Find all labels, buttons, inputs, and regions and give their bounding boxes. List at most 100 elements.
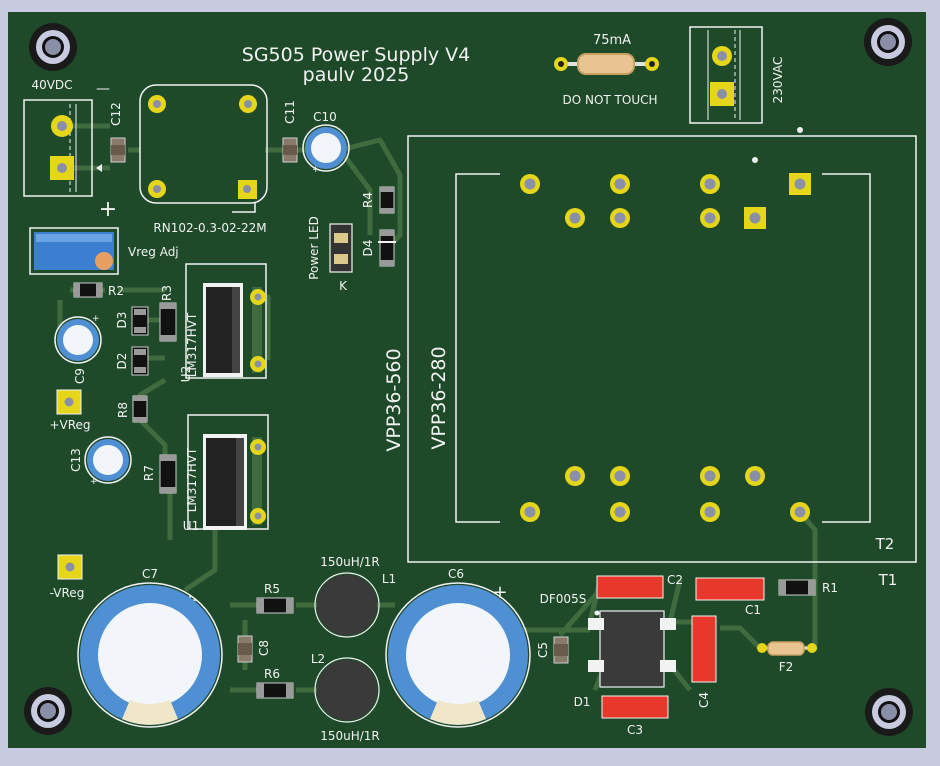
- svg-text:R4: R4: [361, 192, 375, 208]
- resistor-r2: R2: [73, 282, 124, 298]
- mounting-holes: [24, 18, 913, 736]
- svg-text:R1: R1: [822, 581, 838, 595]
- svg-text:C3: C3: [627, 723, 643, 737]
- capacitor-c10: C10 +: [302, 110, 350, 175]
- diode-d4: D4: [361, 229, 396, 267]
- svg-text:D4: D4: [361, 240, 375, 257]
- resistor-r8: R8: [116, 395, 148, 423]
- diode-d3: D3: [115, 306, 149, 336]
- led-k-label: K: [339, 279, 348, 293]
- converter-label: RN102-0.3-02-22M: [153, 221, 266, 235]
- svg-text:D3: D3: [115, 312, 129, 329]
- svg-text:C13: C13: [69, 448, 83, 472]
- mains-label: 230VAC: [771, 57, 785, 104]
- dc-dc-converter: RN102-0.3-02-22M: [139, 84, 268, 235]
- svg-text:C5: C5: [536, 642, 550, 658]
- capacitor-c4: C4: [691, 615, 717, 708]
- svg-text:C4: C4: [697, 692, 711, 708]
- bridge-rectifier-d1: DF005S D1: [540, 592, 676, 709]
- fuse-holder-f1: 75mA DO NOT TOUCH: [554, 33, 659, 107]
- svg-text:L1: L1: [382, 572, 396, 586]
- svg-text:C8: C8: [257, 640, 271, 656]
- resistor-r4: R4: [361, 186, 395, 214]
- power-led-header: Power LED K: [307, 216, 353, 293]
- mounting-hole-top-right: [864, 18, 912, 66]
- mounting-hole-bottom-left: [24, 687, 72, 735]
- t1-label: T1: [878, 571, 898, 589]
- regulator-u1: LM317HVT U1: [183, 414, 269, 533]
- dc-input-connector: 40VDC — +: [23, 78, 117, 222]
- svg-text:LM317HVT: LM317HVT: [185, 447, 199, 512]
- capacitor-c12: C12: [109, 102, 126, 163]
- svg-text:+: +: [312, 165, 320, 175]
- inductor-l2-value: 150uH/1R: [320, 729, 380, 743]
- svg-text:LM317HVT: LM317HVT: [185, 312, 199, 377]
- svg-text:R6: R6: [264, 667, 280, 681]
- power-led-label: Power LED: [307, 216, 321, 280]
- svg-text:R5: R5: [264, 582, 280, 596]
- svg-text:C2: C2: [667, 573, 683, 587]
- plus-vreg-pad: +VReg: [49, 389, 91, 432]
- bridge-label: DF005S: [540, 592, 587, 606]
- resistor-r3: R3: [159, 285, 177, 342]
- transformer-pads: [520, 173, 811, 522]
- svg-text:C6: C6: [448, 567, 464, 581]
- fuse-rating-label: 75mA: [593, 33, 631, 48]
- regulator-u2: LM317HVT U2: [179, 263, 267, 382]
- svg-text:+: +: [92, 314, 100, 324]
- svg-text:L2: L2: [311, 652, 325, 666]
- svg-text:+: +: [90, 477, 98, 487]
- mains-connector: 230VAC: [689, 26, 785, 124]
- svg-text:D1: D1: [574, 695, 591, 709]
- inductor-l1-value: 150uH/1R: [320, 555, 380, 569]
- capacitor-c7: C7 +: [77, 567, 223, 728]
- vreg-trimmer: Vreg Adj: [29, 227, 179, 275]
- inductor-l1: 150uH/1R L1: [314, 555, 396, 638]
- capacitor-c3: C3: [601, 695, 669, 737]
- resistor-r6: R6: [256, 667, 294, 699]
- svg-text:C10: C10: [313, 110, 337, 124]
- capacitor-c11: C11: [282, 100, 298, 163]
- transformer: VPP36-560 VPP36-280 T2 T1: [383, 127, 917, 589]
- capacitor-c2: C2: [596, 573, 683, 599]
- svg-text:F2: F2: [779, 660, 794, 674]
- dc-input-label: 40VDC: [31, 78, 72, 92]
- warning-label: DO NOT TOUCH: [562, 93, 657, 107]
- svg-text:R3: R3: [160, 285, 174, 301]
- minus-vreg-label: -VReg: [50, 586, 85, 600]
- capacitor-c13: C13 +: [69, 436, 132, 487]
- fuse-body: [577, 53, 635, 75]
- svg-text:C12: C12: [109, 102, 123, 126]
- mounting-hole-top-left: [29, 23, 77, 71]
- capacitor-c6: C6 +: [385, 567, 531, 728]
- transformer-inner-label: VPP36-280: [428, 346, 450, 449]
- resistor-r7: R7: [142, 454, 177, 494]
- t2-label: T2: [875, 535, 895, 553]
- svg-text:C9: C9: [73, 368, 87, 384]
- svg-text:R7: R7: [142, 465, 156, 481]
- minus-label: —: [96, 81, 110, 97]
- svg-text:C7: C7: [142, 567, 158, 581]
- svg-text:U1: U1: [183, 519, 199, 533]
- fuse-f2: F2: [757, 641, 817, 674]
- svg-text:C1: C1: [745, 603, 761, 617]
- capacitor-c5: C5: [536, 636, 569, 664]
- svg-text:R2: R2: [108, 284, 124, 298]
- transformer-outer-label: VPP36-560: [383, 348, 405, 451]
- svg-text:C11: C11: [283, 100, 297, 124]
- resistor-r5: R5: [256, 582, 294, 614]
- capacitor-c9: + C9: [54, 314, 102, 384]
- board-title: SG505 Power Supply V4: [242, 44, 470, 66]
- svg-text:D2: D2: [115, 353, 129, 370]
- inductor-l2: L2 150uH/1R: [311, 652, 380, 743]
- svg-text:U2: U2: [179, 366, 193, 382]
- diode-d2: D2: [115, 346, 149, 376]
- mounting-hole-bottom-right: [865, 688, 913, 736]
- plus-label: +: [99, 197, 117, 222]
- minus-vreg-pad: -VReg: [50, 554, 85, 600]
- plus-vreg-label: +VReg: [49, 418, 90, 432]
- resistor-r1: R1: [778, 579, 838, 596]
- capacitor-c1: C1: [695, 577, 765, 617]
